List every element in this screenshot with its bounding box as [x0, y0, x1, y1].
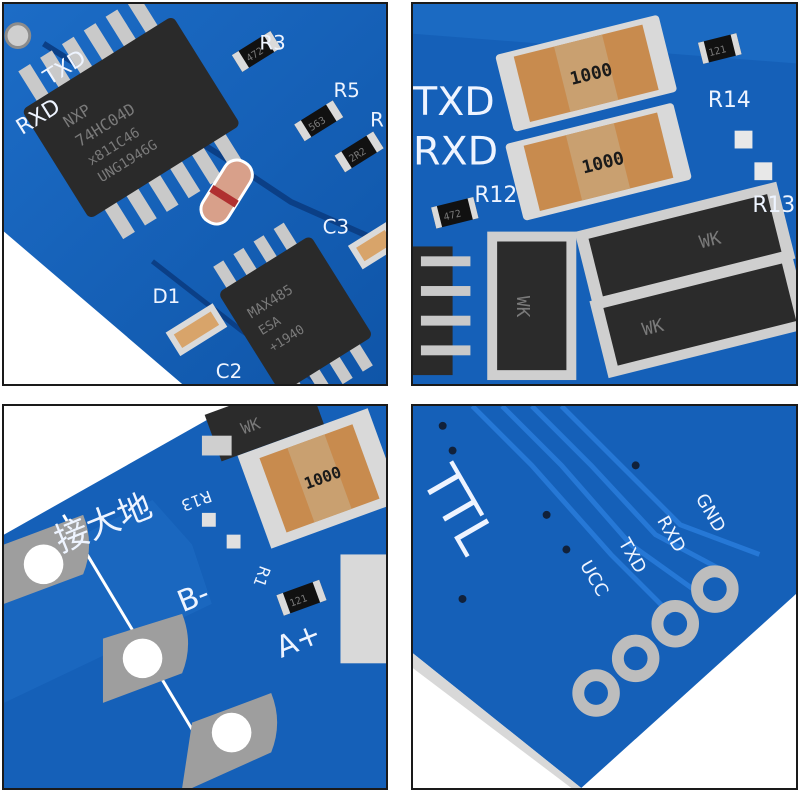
pcb-board	[413, 406, 796, 788]
svg-text:121: 121	[708, 44, 728, 59]
diode-d1	[199, 158, 254, 226]
resistor-2r2: 2R2	[334, 131, 384, 173]
label-c2: C2	[216, 360, 242, 383]
diode-wk-2: WK	[574, 181, 796, 309]
label-r5: R5	[334, 79, 360, 102]
capacitor-c3	[347, 221, 386, 270]
diode-wk-1: WK	[487, 231, 577, 381]
pcb-photo-terminals: 1000 WK 121 接大地 B- A+ R13 R1	[4, 406, 386, 788]
label-c3: C3	[323, 216, 349, 239]
panel-terminals-closeup: 1000 WK 121 接大地 B- A+ R13 R1	[2, 404, 388, 790]
terminal-pads	[4, 514, 278, 788]
label-rxd: RXD	[413, 128, 498, 174]
capacitor-1000: 1000	[237, 408, 386, 549]
pcb-photo-header: TTL UCC TXD RXD GND	[413, 406, 796, 788]
pcb-photo-ic: NXP 74HC04D x811C46 UNG1946G MAX485 ESA …	[4, 4, 386, 384]
label-r3: R3	[259, 32, 285, 55]
panel-diode-closeup: 1000 1000 WK WK WK 121 472 TXD RXD R12 R	[411, 2, 798, 386]
label-r14: R14	[708, 88, 751, 113]
label-r: R	[370, 109, 384, 132]
label-txd: TXD	[413, 79, 495, 125]
panel-header-closeup: TTL UCC TXD RXD GND	[411, 404, 798, 790]
capacitor-1000-bottom: 1000	[505, 103, 692, 221]
chip-max485	[220, 237, 371, 384]
label-r13: R13	[752, 193, 795, 218]
resistor-563: 563	[294, 100, 344, 142]
panel-ic-closeup: NXP 74HC04D x811C46 UNG1946G MAX485 ESA …	[2, 2, 388, 386]
resistor-121: 121	[697, 33, 742, 64]
capacitor-1000-top: 1000	[495, 15, 677, 132]
svg-text:WK: WK	[512, 296, 533, 318]
chip-74hc04d	[23, 18, 239, 218]
ttl-pin-header	[572, 565, 739, 717]
resistor-472: 472	[231, 31, 281, 72]
diode-wk-3: WK	[589, 250, 796, 379]
label-r12: R12	[474, 183, 517, 208]
diode-wk: WK	[204, 406, 324, 462]
label-d1: D1	[152, 285, 180, 308]
svg-text:WK: WK	[640, 315, 666, 341]
pcb-photo-diodes: 1000 1000 WK WK WK 121 472 TXD RXD R12 R	[413, 4, 796, 384]
capacitor-c2	[165, 303, 228, 357]
svg-text:WK: WK	[697, 228, 723, 254]
resistor-472: 472	[431, 196, 479, 229]
svg-text:472: 472	[443, 208, 463, 223]
resistor-121: 121	[276, 579, 327, 616]
